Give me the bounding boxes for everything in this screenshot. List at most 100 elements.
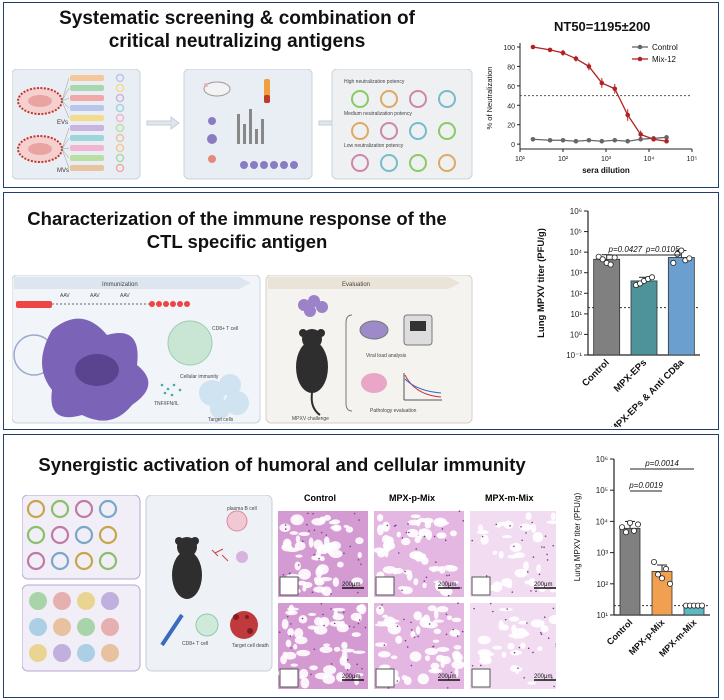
nucleus-dot (460, 587, 462, 589)
alveolar-space (524, 580, 531, 585)
nucleus-dot (308, 530, 310, 532)
data-point (686, 255, 693, 262)
nucleus-dot (495, 523, 498, 526)
data-point (625, 112, 631, 118)
antigen-blob (101, 644, 119, 662)
antibody-icon (211, 548, 229, 562)
antigen-ring (74, 499, 94, 519)
nucleus-dot (527, 647, 530, 650)
connector-line (61, 87, 70, 102)
inset-thumbnail (279, 668, 299, 688)
y-tick-label: 10⁶ (570, 207, 582, 216)
alveolar-space (514, 568, 528, 578)
nucleus-dot (539, 631, 542, 634)
nucleus-dot (313, 554, 315, 556)
nucleus-dot (423, 535, 426, 538)
nucleus-dot (396, 625, 399, 628)
alveolar-space (339, 655, 348, 666)
alveolar-space (396, 531, 402, 538)
alveolar-space (330, 525, 342, 530)
nucleus-dot (406, 646, 409, 648)
alveolar-space (294, 636, 308, 645)
data-point (631, 527, 638, 534)
alveolar-space (314, 672, 329, 680)
nucleus-dot (323, 624, 325, 627)
antigen-ring (26, 499, 46, 519)
alveolar-space (344, 662, 351, 670)
nucleus-dot (509, 525, 511, 527)
antigen-ring (115, 103, 125, 113)
nucleus-dot (360, 563, 362, 566)
panel2-title-line1: Characterization of the immune response … (27, 208, 447, 229)
alveolar-space (520, 642, 526, 649)
nucleus-dot (278, 631, 281, 634)
nucleus-dot (387, 687, 390, 689)
nucleus-dot (306, 523, 308, 526)
screening-workflow-diagram: EVs MVs High neutralization potency (12, 69, 473, 180)
y-axis-label: Lung MPXV titer (PFU/g) (536, 228, 547, 338)
plasma-b-cell (226, 510, 248, 532)
alveolar-space (403, 676, 412, 686)
data-point (638, 132, 643, 137)
alveolar-space (329, 549, 343, 559)
nucleus-dot (423, 580, 426, 582)
data-point (663, 565, 670, 572)
panel1-title-line1: Systematic screening & combination of (59, 8, 415, 29)
alveolar-space (436, 646, 450, 652)
nucleus-dot (425, 576, 428, 579)
alveolar-space (449, 530, 457, 537)
connector-line (61, 77, 70, 102)
alveolar-space (451, 660, 465, 669)
nucleus-dot (302, 540, 304, 543)
immunization-label: Immunization (102, 282, 138, 288)
alveolar-space (519, 523, 533, 531)
antigen-blob (29, 644, 47, 662)
nucleus-dot (434, 561, 437, 563)
alveolar-space (410, 631, 416, 638)
potency-ring (380, 122, 398, 140)
arrow-to-immunization (146, 116, 180, 130)
nucleus-dot (395, 524, 397, 527)
nucleus-dot (445, 613, 448, 616)
legend-label: Control (652, 43, 678, 52)
histology-image: 200μm (373, 510, 465, 597)
alveolar-space (377, 651, 391, 658)
nucleus-dot (452, 628, 455, 631)
p-value-label: p=0.0019 (628, 481, 663, 490)
antigen-bar (70, 105, 104, 111)
alveolar-space (319, 577, 333, 582)
alveolar-space (355, 537, 364, 545)
antigen-ring (98, 499, 118, 519)
alveolar-space (321, 586, 332, 597)
ev-label: EVs (57, 120, 68, 126)
nucleus-dot (349, 545, 352, 548)
nucleus-dot (552, 544, 555, 547)
cytokine-label: TNF/IFN/IL (154, 401, 179, 407)
alveolar-space (413, 578, 419, 586)
alveolar-space (530, 523, 537, 533)
alveolar-space (387, 619, 400, 623)
cd8-t-cell (167, 320, 213, 366)
legend-marker (637, 44, 643, 50)
nucleus-dot (535, 590, 537, 592)
nucleus-dot (553, 685, 555, 688)
nucleus-dot (456, 635, 459, 637)
alveolar-space (294, 541, 306, 551)
target-label: Target cells (208, 417, 234, 423)
alveolar-space (354, 617, 362, 622)
alveolar-space (406, 571, 413, 581)
antigen-bar (70, 75, 104, 81)
alveolar-space (316, 545, 330, 555)
lung-tissue-icon (361, 373, 387, 393)
alveolar-space (436, 606, 449, 613)
antigen-bar (70, 165, 104, 171)
data-point (547, 47, 553, 53)
alveolar-space (498, 607, 513, 612)
antigen-ring (115, 153, 125, 163)
alveolar-space (453, 580, 459, 584)
antigen-ring (115, 143, 125, 153)
nucleus-dot (356, 663, 359, 666)
antigen-bar (70, 155, 104, 161)
nucleus-dot (408, 531, 410, 534)
alveolar-space (397, 586, 408, 591)
